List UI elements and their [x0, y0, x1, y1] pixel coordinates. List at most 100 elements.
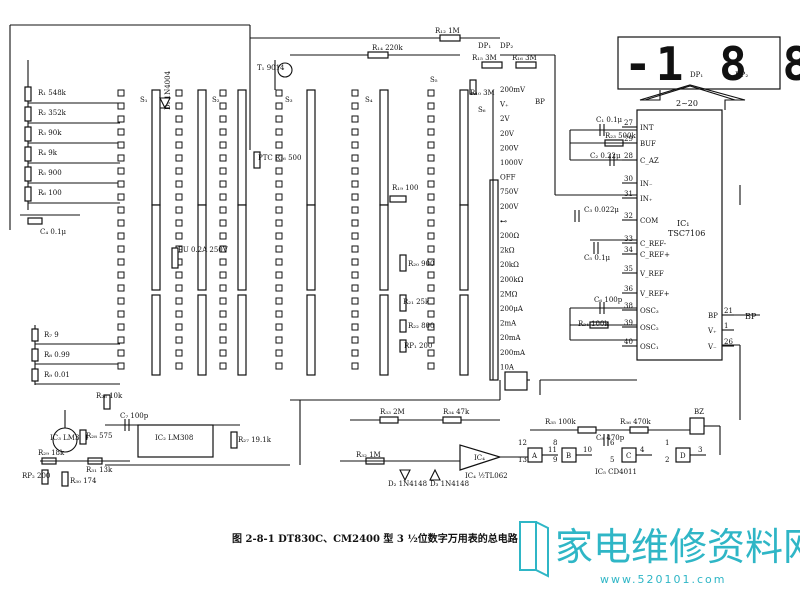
ic1-pin-name: COM: [640, 217, 658, 225]
switch-pad: [219, 206, 227, 214]
switch-pad: [117, 89, 125, 97]
switch-pad: [427, 336, 435, 344]
switch-pad: [351, 258, 359, 266]
switch-pad: [351, 271, 359, 279]
divider-resistor: [24, 126, 32, 142]
switch-pad: [275, 180, 283, 188]
switch-pad: [351, 284, 359, 292]
switch-pad: [351, 141, 359, 149]
c7-label: C₇ 100p: [120, 412, 149, 420]
r29-label: R₂₉ 18k: [38, 449, 65, 457]
switch-pad: [117, 284, 125, 292]
switch-pad: [117, 349, 125, 357]
ic1-pin-name: C_AZ: [640, 157, 659, 165]
switch-pad: [427, 323, 435, 331]
nand-gate-label: B: [566, 452, 571, 460]
switch-pad: [275, 154, 283, 162]
switch-pad: [427, 310, 435, 318]
switch-pad: [427, 362, 435, 370]
tl062-label: IC₄ ½TL062: [465, 472, 508, 480]
range-label: 200V: [500, 203, 519, 211]
switch-pad: [427, 141, 435, 149]
lcd-digits: -1 8 8 8: [624, 37, 800, 91]
switch-contact-bar: [379, 294, 389, 376]
switch-pad: [427, 245, 435, 253]
gate-pin-num: 11: [548, 446, 557, 454]
switch-pad: [351, 297, 359, 305]
ic1-pin-num: 33: [624, 235, 633, 243]
switch-contact-bar: [306, 204, 316, 291]
c1-label: C₁ 0.1μ: [596, 116, 623, 124]
switch-contact-bar: [459, 294, 469, 376]
range-label: 10A: [500, 363, 515, 371]
switch-contact-bar: [197, 294, 207, 376]
ptc-label: PTC R₁₆ 500: [258, 154, 301, 162]
switch-pad: [275, 128, 283, 136]
switch-pad: [219, 323, 227, 331]
switch-pad: [427, 284, 435, 292]
switch-contact-bar: [237, 294, 247, 376]
ic1-pin-num: 28: [624, 152, 633, 160]
switch-pad: [275, 89, 283, 97]
switch-contact-bar: [306, 294, 316, 376]
switch-contact-bar: [237, 89, 247, 206]
switch-contact-bar: [197, 89, 207, 206]
switch-pad: [275, 349, 283, 357]
divider-resistor: [24, 86, 32, 102]
switch-pad: [219, 193, 227, 201]
ic1-bp-out: BP: [745, 312, 757, 321]
switch-pad: [427, 297, 435, 305]
gate-pin-num: 6: [610, 439, 615, 447]
c4-label: C₄ 0.1μ: [40, 228, 67, 236]
ic1-pin-name: BUF: [640, 140, 656, 148]
ic1-part: TSC7106: [668, 229, 705, 238]
switch-pad: [117, 141, 125, 149]
switch-label: S₅: [430, 76, 438, 84]
range-label: 20kΩ: [500, 261, 519, 269]
ic1-pin-name: OSC₃: [640, 307, 659, 315]
switch-pad: [427, 193, 435, 201]
ic1-pin-name: C_REF-: [640, 240, 667, 248]
switch-pad: [427, 128, 435, 136]
switch-contact-bar: [459, 204, 469, 291]
lm334-section: IC₃ LM334 R₂₈ 575 RP₂ 200 R₃₀ 174 R₂₉ 18…: [22, 410, 130, 487]
switch-pad: [219, 219, 227, 227]
switch-pad: [117, 102, 125, 110]
switch-contact-bar: [237, 204, 247, 291]
switch-pad: [427, 180, 435, 188]
ic1-pin-name: V₋: [707, 343, 717, 351]
switch-pad: [275, 102, 283, 110]
switch-pad: [427, 219, 435, 227]
switch-pad: [275, 271, 283, 279]
switch-pad: [351, 245, 359, 253]
switch-pad: [219, 362, 227, 370]
ic1-pin-num: 32: [624, 212, 633, 220]
switch-pad: [275, 323, 283, 331]
ic1-pin-num: 38: [624, 302, 633, 310]
switch-pad: [175, 336, 183, 344]
switch-pad: [351, 219, 359, 227]
gate-pin-num: 1: [665, 439, 669, 447]
gate-pin-num: 12: [518, 439, 527, 447]
switch-pad: [275, 115, 283, 123]
divider-resistor-label: R₁ 548k: [38, 89, 67, 97]
c6-label: C₆ 100p: [594, 296, 623, 304]
watermark-url: www.520101.com: [600, 573, 726, 586]
switch-pad: [219, 349, 227, 357]
nand-gate-label: D: [680, 452, 686, 460]
ic1-pin-name: C_REF+: [640, 251, 670, 259]
switch-pad: [117, 336, 125, 344]
switch-label: S₁: [140, 96, 148, 104]
switch-pad: [117, 245, 125, 253]
r31-label: R₃₁ 13k: [86, 466, 113, 474]
switch-pad: [175, 284, 183, 292]
switch-pad: [219, 115, 227, 123]
r12-label: R₁₂ 1M: [435, 27, 460, 35]
lcd-display: -1 8 8 8 DP₁ DP₂ 2~20: [617, 36, 800, 110]
r28-label: R₂₈ 575: [86, 432, 112, 440]
book-icon: [519, 521, 549, 578]
switch-pad: [275, 167, 283, 175]
range-label: OFF: [500, 174, 516, 182]
